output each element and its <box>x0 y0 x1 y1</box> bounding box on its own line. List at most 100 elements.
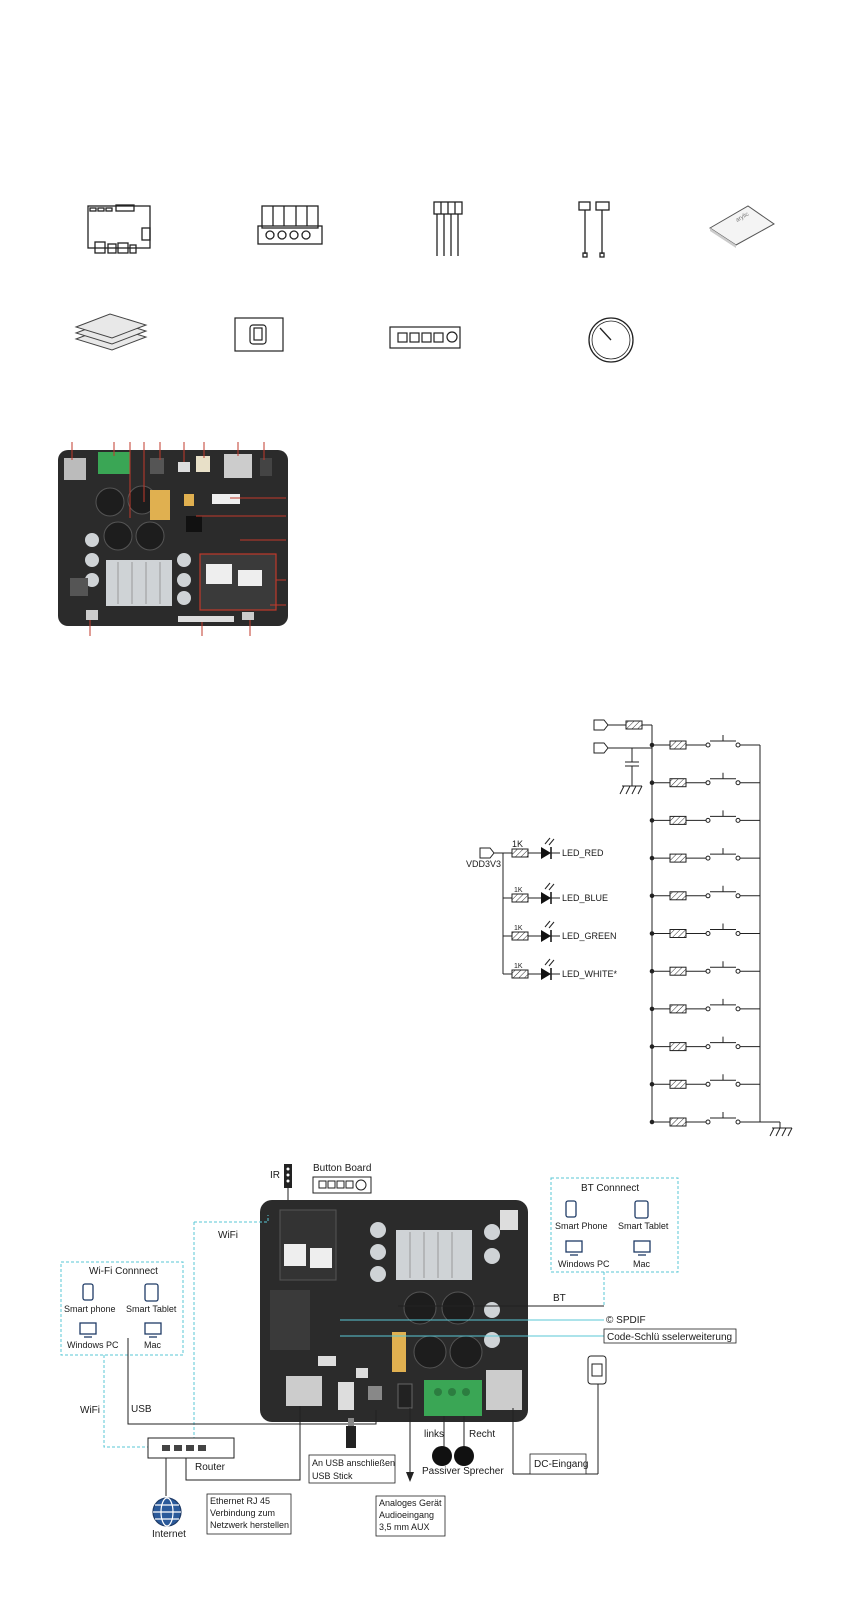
analog-label-1: Audioeingang <box>379 1510 434 1520</box>
analog-box <box>375 1495 446 1537</box>
resistor-label: 1K <box>514 963 523 970</box>
button-rows <box>649 735 760 1127</box>
wifi-connect-box <box>60 1261 184 1356</box>
bt-device-3: Mac <box>633 1259 651 1269</box>
spdif-label: © SPDIF <box>606 1315 646 1326</box>
button-row <box>649 1074 760 1089</box>
led-label: LED_WHITE* <box>562 969 618 979</box>
usb-stick-box <box>308 1454 396 1484</box>
ethernet-cable <box>185 1406 301 1481</box>
wifi-left-link <box>103 1355 148 1448</box>
thermal-pads-icon <box>74 313 148 351</box>
led-rows: LED_RED LED_BLUE 1K LED_GREEN 1K LED_WHITE* 1K <box>511 837 618 980</box>
usb-label: USB <box>131 1404 152 1415</box>
ir-sensor-icon <box>284 1164 292 1206</box>
ethernet-box <box>206 1493 292 1535</box>
speaker-left-icon <box>432 1446 452 1466</box>
resistor-label: 1K <box>514 887 523 894</box>
speaker-right-icon <box>454 1446 474 1466</box>
manual-booklet-icon: arylic <box>709 205 775 248</box>
button-row <box>649 1036 760 1052</box>
button-row <box>649 735 760 750</box>
button-row <box>649 885 760 901</box>
bt-device-0: Smart Phone <box>555 1221 608 1231</box>
bt-device-2: Windows PC <box>558 1259 610 1269</box>
recht-label: Recht <box>469 1429 495 1440</box>
usb-stick-label-0: An USB anschließen <box>312 1458 395 1468</box>
wifi-device-3: Mac <box>144 1340 162 1350</box>
board-photo <box>58 450 288 626</box>
wifi-top-label: WiFi <box>218 1230 238 1241</box>
button-row <box>649 923 760 938</box>
switch-icon <box>234 317 284 352</box>
two-wire-cable-icon <box>578 201 610 258</box>
board-outline-icon <box>87 204 151 254</box>
bt-box-title: BT Connnect <box>581 1183 639 1194</box>
resistor-label: 1K <box>514 925 523 932</box>
led-circuit <box>479 847 512 975</box>
led-row: LED_WHITE* 1K <box>511 958 618 980</box>
links-label: links <box>424 1429 444 1440</box>
button-board-icon <box>389 326 461 349</box>
button-board-label: Button Board <box>313 1163 371 1174</box>
speaker-label: Passiver Sprecher <box>422 1466 504 1477</box>
analog-label-2: 3,5 mm AUX <box>379 1522 430 1532</box>
callout-lines <box>71 442 286 636</box>
router-label: Router <box>195 1462 226 1473</box>
button-row <box>649 961 760 976</box>
internet-label: Internet <box>152 1529 186 1540</box>
wifi-tablet-icon <box>144 1283 159 1302</box>
resistor-main-label: 1K <box>512 839 523 849</box>
wifi-box-title: Wi-Fi Connnect <box>89 1266 158 1277</box>
aux-plug-icon <box>406 1472 414 1482</box>
knob-icon <box>588 317 634 363</box>
wifi-pc-icon <box>79 1322 97 1338</box>
wifi-mac-icon <box>144 1322 162 1338</box>
led-button-schematic: VDD3V3 1K LED_REDLED_BLUE1KLED_GREEN1KLE… <box>466 719 793 1137</box>
four-pin-cable-icon <box>433 201 463 256</box>
button-row <box>649 810 760 825</box>
ethernet-label-0: Ethernet RJ 45 <box>210 1496 270 1506</box>
wifi-smartphone-icon <box>82 1283 94 1301</box>
main-board-photo <box>260 1200 528 1422</box>
button-row <box>649 848 760 863</box>
wifi-left-label: WiFi <box>80 1405 100 1416</box>
led-row: LED_BLUE 1K <box>511 882 608 904</box>
button-row <box>649 998 760 1014</box>
wifi-device-0: Smart phone <box>64 1304 116 1314</box>
wifi-device-2: Windows PC <box>67 1340 119 1350</box>
bt-connect-box <box>550 1177 679 1273</box>
ethernet-label-2: Netzwerk herstellen <box>210 1520 289 1530</box>
connection-diagram: IR Button Board <box>60 1163 737 1540</box>
dc-box <box>529 1453 587 1475</box>
button-board-small-icon <box>312 1176 372 1194</box>
dc-label: DC-Eingang <box>534 1459 588 1470</box>
wifi-top-link <box>194 1215 269 1223</box>
usb-stick-label-1: USB Stick <box>312 1471 353 1481</box>
led-label: LED_GREEN <box>562 931 617 941</box>
led-label: LED_BLUE <box>562 893 608 903</box>
led-row: LED_GREEN 1K <box>511 920 617 942</box>
led-label: LED_RED <box>562 848 604 858</box>
ethernet-label-1: Verbindung zum <box>210 1508 275 1518</box>
ir-label: IR <box>270 1170 280 1181</box>
usb-link <box>127 1338 377 1425</box>
globe-icon <box>152 1497 182 1527</box>
terminal-block-icon <box>257 205 323 245</box>
bt-pc-icon <box>565 1240 583 1256</box>
usb-stick-icon <box>346 1418 356 1448</box>
wifi-device-1: Smart Tablet <box>126 1304 177 1314</box>
button-row <box>649 1112 760 1127</box>
bt-smartphone-icon <box>565 1200 577 1218</box>
bt-tablet-icon <box>634 1200 649 1219</box>
bt-label: BT <box>553 1293 566 1304</box>
button-row <box>649 772 760 788</box>
board-photo-callouts <box>58 442 288 636</box>
package-contents: arylic <box>74 201 775 363</box>
led-row: LED_RED <box>511 837 604 859</box>
analog-label-0: Analoges Gerät <box>379 1498 442 1508</box>
power-plug-icon <box>587 1355 607 1385</box>
bt-device-1: Smart Tablet <box>618 1221 669 1231</box>
code-ext-label: Code-Schlü sselerweiterung <box>607 1332 732 1343</box>
supply-label: VDD3V3 <box>466 859 501 869</box>
